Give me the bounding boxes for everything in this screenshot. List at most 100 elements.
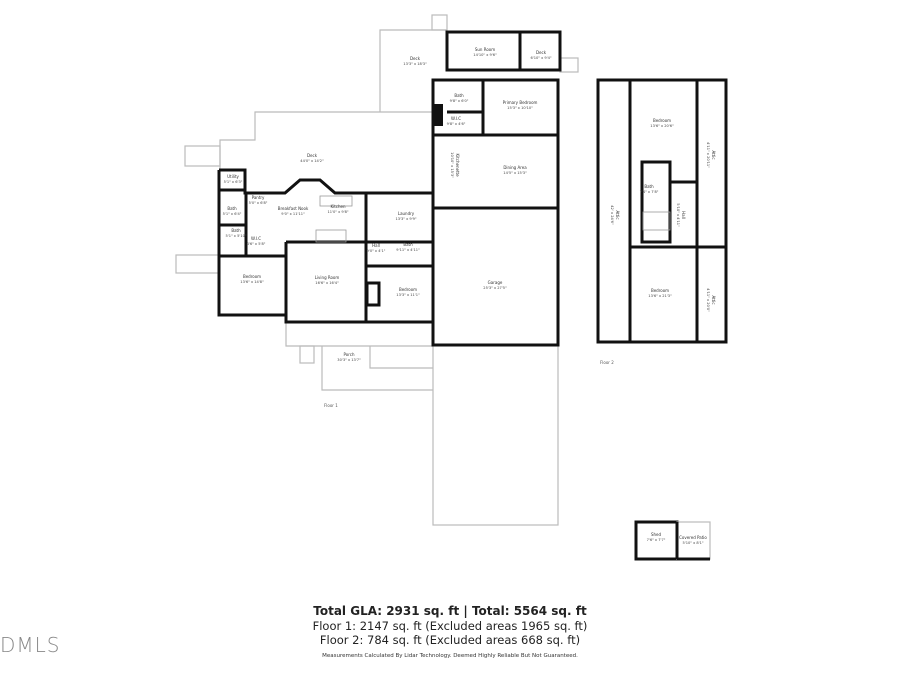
room-dimensions: 5'1" x 5'10" [225,234,246,238]
room-name: Covered Patio [679,535,707,540]
room-dimensions: 5'0" x 6'8" [249,201,268,205]
room-name: Deck [410,56,421,61]
room-name: Primary Bedroom [503,100,538,105]
floor2-label: Floor 2 [600,360,614,365]
room-dimensions: 10'10" x 15'3" [450,152,454,178]
floor1-area: Floor 1: 2147 sq. ft (Excluded areas 196… [312,619,588,633]
room-name: Laundry [398,211,415,216]
room-dimensions: 30'3" x 13'7" [337,358,361,362]
room-name: Bedroom [651,288,669,293]
floor2-outline [596,78,728,344]
room-dimensions: 4'11" x 20'0" [706,288,710,312]
room-name: Deck [307,153,318,158]
room-name: Living Room [315,275,340,280]
room-label: W.I.C9'8" x 4'6" [447,116,466,126]
room-name: Porch [343,352,354,357]
room-dimensions: 15'3" x 10'10" [507,106,533,110]
room-name: Utility [227,174,239,179]
room-dimensions: 5'10" x 4'11" [676,203,680,227]
room-dimensions: 9'0" x 11'11" [281,212,305,216]
room-dimensions: 16'6" x 16'4" [315,281,339,285]
room-name: Bath [403,242,413,247]
room-name: Bedroom [653,118,671,123]
room-dimensions: 13'3" x 18'3" [403,62,427,66]
room-dimensions: 14'10" x 9'6" [473,53,497,57]
room-dimensions: 14'5" x 15'3" [503,171,527,175]
room-dimensions: 9'11" x 4'11" [396,248,420,252]
room-name: Attic [711,295,716,304]
room-name: Hall [681,211,686,219]
room-name: Bath [644,184,654,189]
room-name: Bath [454,93,464,98]
room-dimensions: 7'4" x 7'8" [640,190,659,194]
room-dimensions: 13'6" x 14'8" [240,280,264,284]
room-dimensions: 7'6" x 7'7" [647,538,666,542]
floor1-label: Floor 1 [324,403,338,408]
room-name: Garage [488,280,503,285]
room-name: Bath [227,206,237,211]
room-dimensions: 5'1" x 6'3" [224,180,243,184]
room-name: Deck [536,50,547,55]
room-dimensions: 25'3" x 27'5" [483,286,507,290]
room-name: Dining Area [503,165,527,170]
room-dimensions: 5'10" x 8'1" [682,541,703,545]
room-name: Shed [651,532,662,537]
room-dimensions: 42' x 24'6" [610,205,614,225]
room-name: W.I.C [451,116,461,121]
shed-outline [634,520,711,561]
room-name: W.I.C [251,236,261,241]
room-name: Hall [372,243,380,248]
room-name: Breakfast Nook [278,206,309,211]
mls-watermark: DMLS [0,633,61,657]
room-name: Bedroom [399,287,417,292]
room-dimensions: 5'1" x 6'4" [223,212,242,216]
room-name: Bath [231,228,241,233]
floor1-outline [175,14,579,526]
room-dimensions: 9'8" x 4'6" [447,122,466,126]
room-dimensions: 4'6" x 5'8" [247,242,266,246]
room-dimensions: 9'8" x 6'0" [450,99,469,103]
room-dimensions: 6'10" x 9'4" [530,56,551,60]
room-dimensions: 44'0" x 14'2" [300,159,324,163]
room-name: Kitchen [330,204,345,209]
room-name: Pantry [252,195,265,200]
room-name: Bedroom [243,274,261,279]
disclaimer: Measurements Calculated By Lidar Technol… [322,653,578,659]
room-dimensions: 13'6" x 20'6" [650,124,674,128]
room-dimensions: 13'3" x 11'1" [396,293,420,297]
total-area: Total GLA: 2931 sq. ft | Total: 5564 sq.… [313,604,587,618]
room-name: Attic [711,150,716,159]
room-dimensions: 11'0" x 9'8" [327,210,348,214]
room-dimensions: 13'3" x 9'9" [395,217,416,221]
